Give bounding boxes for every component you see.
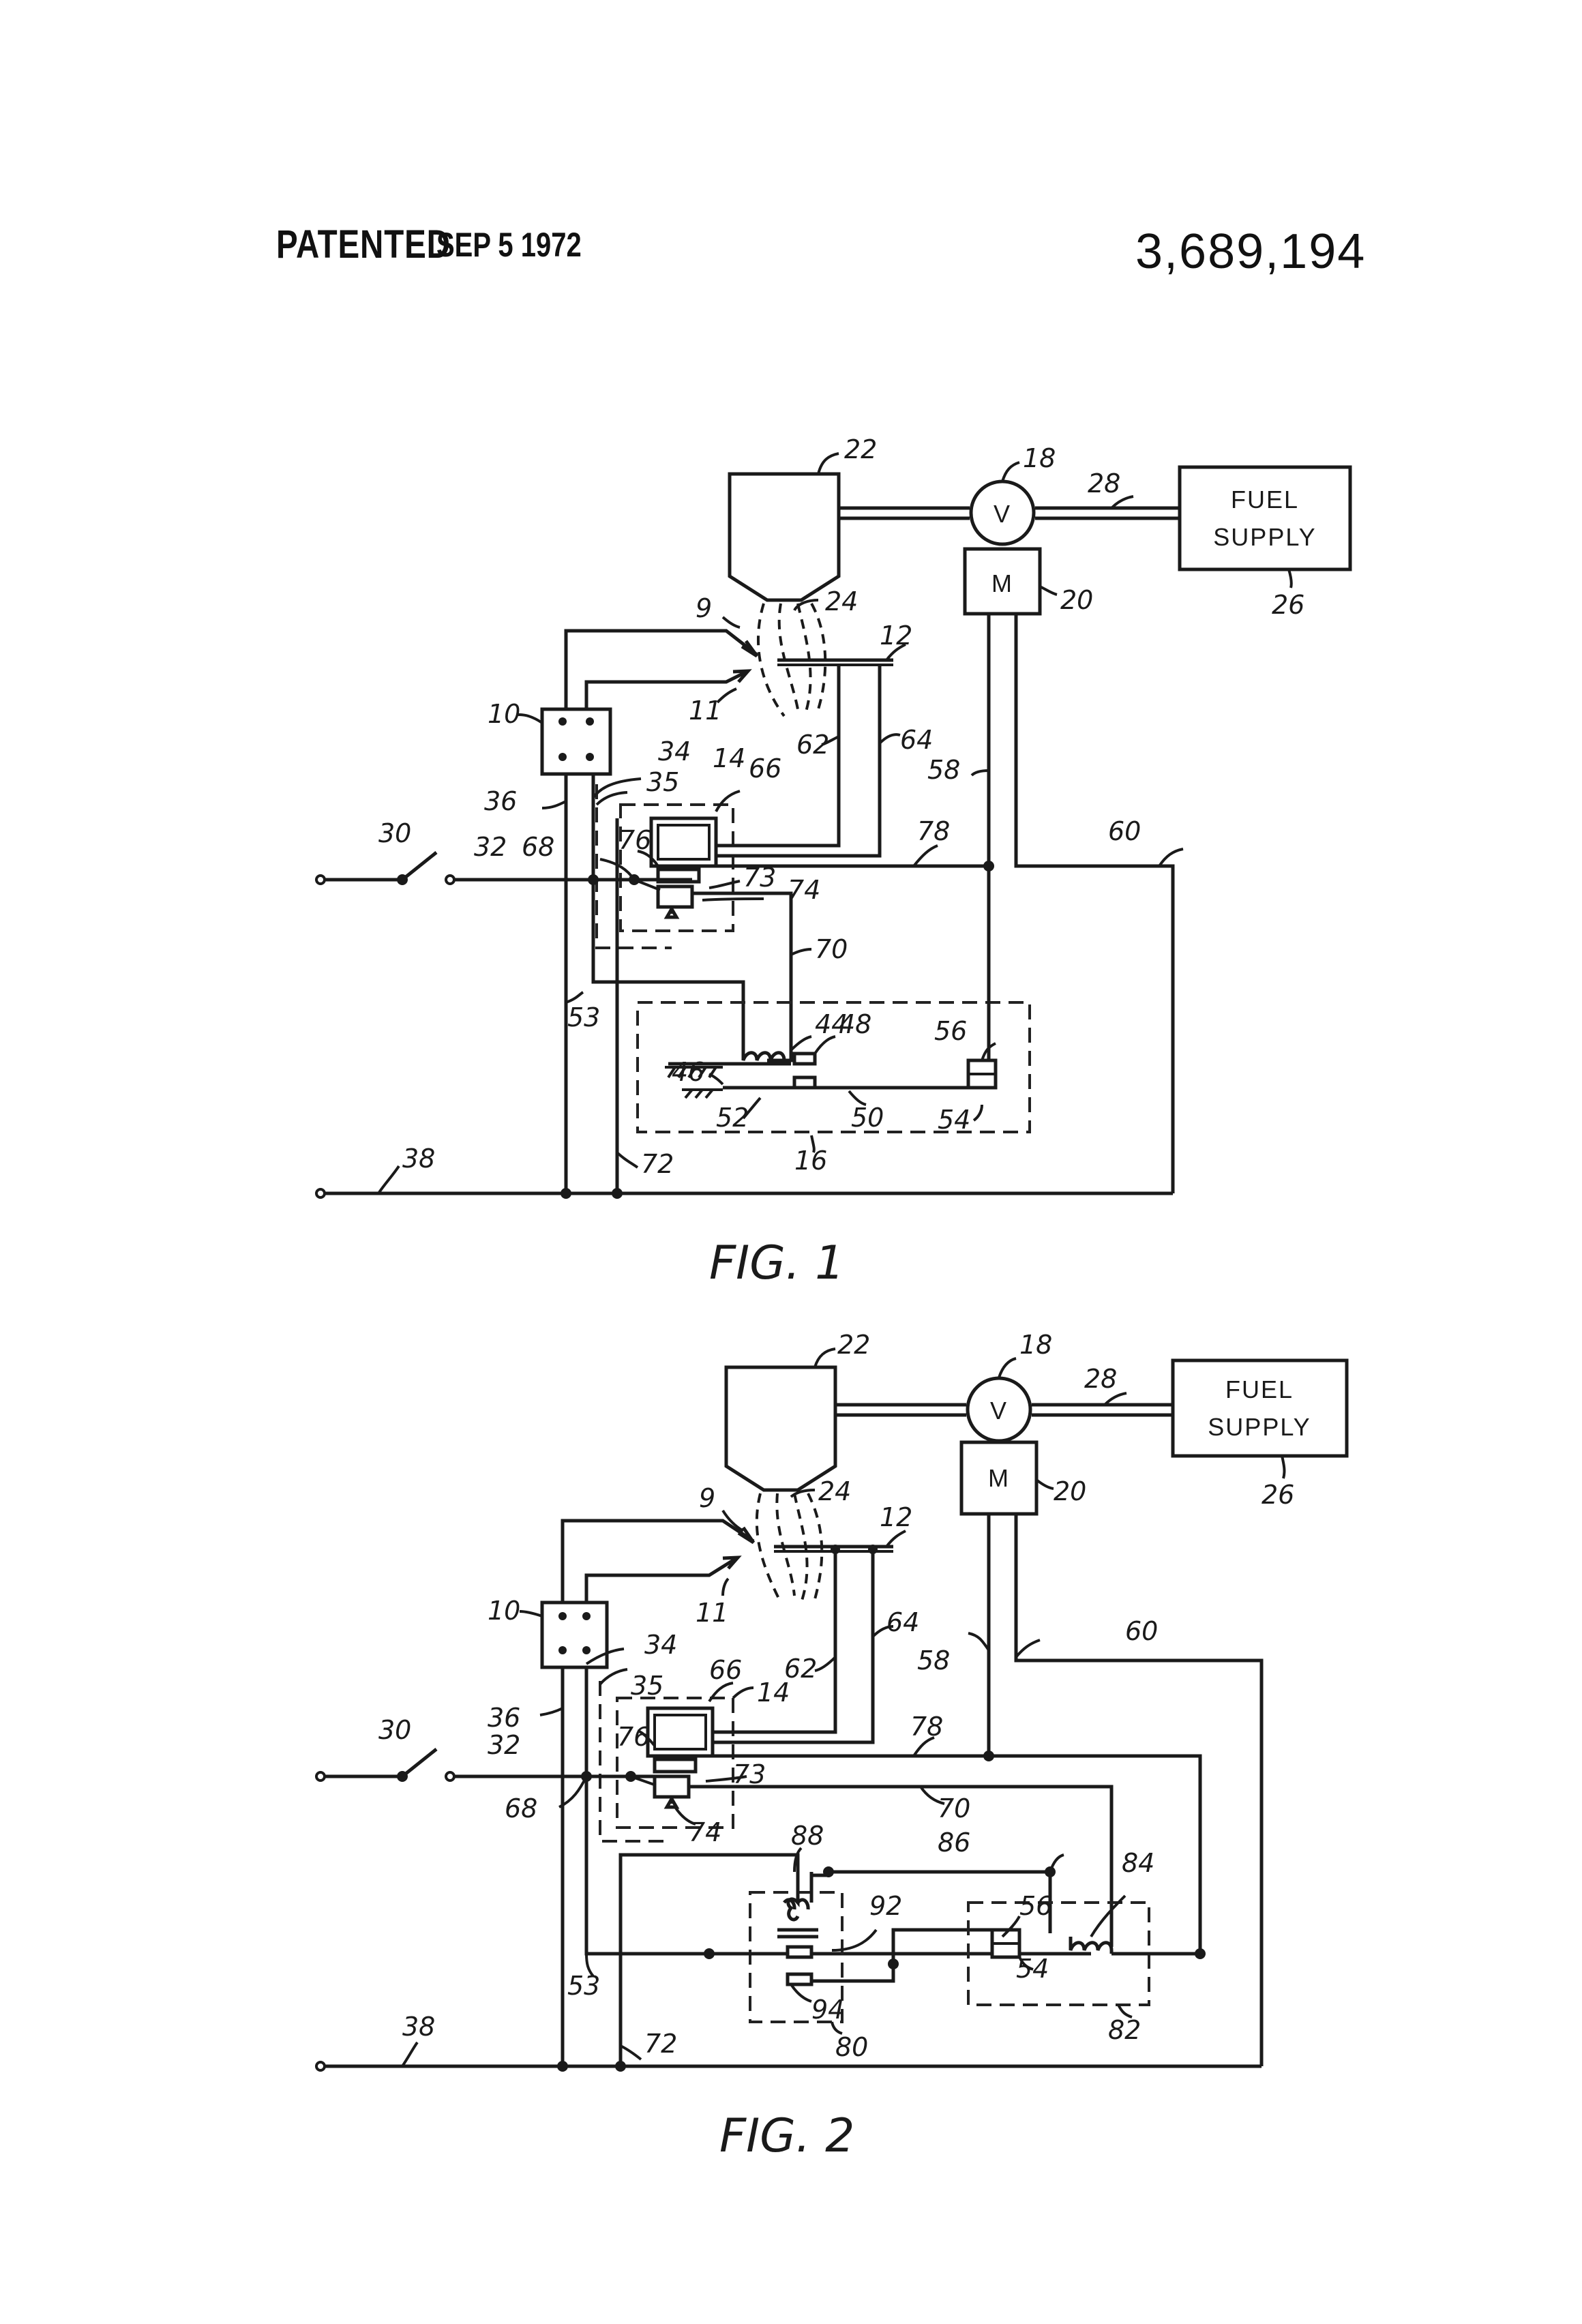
ref2-26: 26 <box>1262 1480 1294 1510</box>
ref2-11: 11 <box>696 1598 728 1628</box>
ref2-78: 78 <box>910 1712 943 1742</box>
ref-14: 14 <box>713 743 745 773</box>
ref2-22: 22 <box>837 1330 870 1360</box>
fuel-supply-line-1: FUEL <box>1231 486 1299 513</box>
figure-2-caption: FIG. 2 <box>719 2109 854 2163</box>
ref-78: 78 <box>917 816 950 846</box>
ref-38: 38 <box>402 1144 435 1174</box>
ref-30: 30 <box>378 818 411 848</box>
ref2-20: 20 <box>1054 1476 1086 1506</box>
ref-52: 52 <box>716 1103 749 1133</box>
valve-label: V <box>994 500 1011 528</box>
fuel-supply-26 <box>1180 467 1350 569</box>
ref2-73: 73 <box>733 1759 766 1789</box>
ref2-53: 53 <box>567 1971 600 2001</box>
ref-56: 56 <box>934 1016 967 1046</box>
figure-1-caption: FIG. 1 <box>709 1236 844 1290</box>
ref2-94: 94 <box>811 1995 844 2025</box>
fuel-supply-2-line-1: FUEL <box>1225 1375 1294 1403</box>
ref-32: 32 <box>474 832 507 862</box>
ref-36: 36 <box>484 786 517 816</box>
ref2-86: 86 <box>938 1828 970 1858</box>
ref2-32: 32 <box>488 1730 520 1760</box>
motor-label: M <box>991 569 1013 597</box>
ref2-35: 35 <box>631 1671 663 1701</box>
figure-1: V M FUEL SUPPLY <box>316 434 1350 1290</box>
ref-53: 53 <box>567 1002 600 1032</box>
ref-68: 68 <box>522 832 554 862</box>
fuel-supply-2-line-2: SUPPLY <box>1208 1413 1311 1441</box>
ref2-76: 76 <box>617 1722 650 1752</box>
ref-48: 48 <box>839 1009 871 1039</box>
ref2-36: 36 <box>488 1703 520 1733</box>
ref2-28: 28 <box>1084 1364 1117 1394</box>
ref-46: 46 <box>672 1057 704 1087</box>
ref2-68: 68 <box>505 1793 537 1823</box>
motor-label-2: M <box>988 1464 1010 1492</box>
valve-label-2: V <box>990 1397 1008 1425</box>
ref-24: 24 <box>825 586 858 616</box>
ref-10: 10 <box>488 699 520 729</box>
ref2-72: 72 <box>644 2029 677 2059</box>
ref-76: 76 <box>618 825 651 855</box>
ref2-84: 84 <box>1122 1848 1154 1878</box>
ref-28: 28 <box>1088 468 1120 498</box>
ref2-12: 12 <box>880 1502 912 1532</box>
ref2-14: 14 <box>757 1678 790 1708</box>
fuel-supply-line-2: SUPPLY <box>1213 523 1316 551</box>
fuel-supply-26-fig2 <box>1173 1360 1347 1456</box>
ref-74: 74 <box>788 875 820 905</box>
ref-66: 66 <box>749 754 781 784</box>
ref2-30: 30 <box>378 1715 411 1745</box>
ref2-38: 38 <box>402 2012 435 2042</box>
ref-20: 20 <box>1060 585 1093 615</box>
ref-11: 11 <box>689 696 721 726</box>
ref-26: 26 <box>1272 590 1304 620</box>
ref2-58: 58 <box>917 1645 950 1675</box>
ref2-10: 10 <box>488 1596 520 1626</box>
ref-73: 73 <box>743 863 776 893</box>
ref2-9: 9 <box>699 1483 715 1513</box>
ref2-64: 64 <box>886 1607 919 1637</box>
burner-nozzle-2 <box>726 1367 835 1490</box>
ref2-88: 88 <box>791 1821 824 1851</box>
ref2-74: 74 <box>689 1817 721 1847</box>
ref2-54: 54 <box>1016 1954 1049 1984</box>
ref-60: 60 <box>1108 816 1141 846</box>
ref-22: 22 <box>844 434 877 464</box>
ref-12: 12 <box>880 621 912 651</box>
ref2-56: 56 <box>1019 1891 1052 1921</box>
ref-54: 54 <box>938 1105 970 1135</box>
ref-70: 70 <box>815 934 848 964</box>
ref-18: 18 <box>1023 443 1056 473</box>
ref2-80: 80 <box>835 2032 868 2062</box>
ignition-transformer-10 <box>542 709 610 774</box>
ref2-60: 60 <box>1125 1616 1158 1646</box>
ref-9: 9 <box>696 593 712 623</box>
ref-16: 16 <box>794 1146 827 1176</box>
ref-58: 58 <box>927 755 960 785</box>
ref-50: 50 <box>851 1103 884 1133</box>
ref2-18: 18 <box>1019 1330 1052 1360</box>
ref-64: 64 <box>900 725 933 755</box>
ref-72: 72 <box>641 1149 674 1179</box>
burner-nozzle <box>730 474 839 600</box>
ref2-92: 92 <box>869 1891 902 1921</box>
ref-35: 35 <box>646 767 679 797</box>
ref2-82: 82 <box>1108 2015 1141 2045</box>
ref-34: 34 <box>658 736 691 766</box>
ref2-24: 24 <box>818 1476 851 1506</box>
ref2-34: 34 <box>644 1630 677 1660</box>
ref2-66: 66 <box>709 1655 742 1685</box>
ref2-70: 70 <box>938 1793 970 1823</box>
figure-2: V M FUEL SUPPLY <box>316 1330 1347 2163</box>
ref-62: 62 <box>796 730 829 760</box>
